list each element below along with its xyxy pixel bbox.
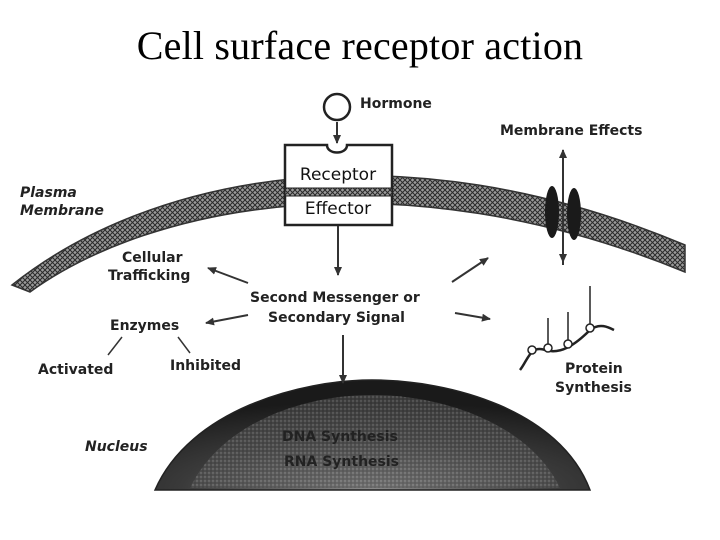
activated-label: Activated: [38, 362, 113, 378]
enzymes-arrow: [205, 314, 249, 326]
trafficking-arrow: [207, 267, 249, 284]
protein-label: Protein: [565, 361, 623, 377]
nucleus-stipple: [190, 395, 560, 488]
rna-synthesis-label: RNA Synthesis: [284, 454, 399, 470]
membrane-effects-label: Membrane Effects: [500, 123, 642, 139]
messenger-arrow-up-right: [451, 257, 489, 283]
membrane-label: Membrane: [20, 203, 104, 219]
effector-label: Effector: [305, 199, 371, 219]
receptor-label: Receptor: [300, 165, 376, 185]
second-messenger-label-2: Secondary Signal: [268, 310, 405, 326]
inhibited-label: Inhibited: [170, 358, 241, 374]
plasma-membrane: [10, 174, 686, 293]
plasma-label: Plasma: [20, 185, 77, 201]
synthesis-label: Synthesis: [555, 380, 632, 396]
second-messenger-label-1: Second Messenger or: [250, 290, 420, 306]
hormone-label: Hormone: [360, 96, 432, 112]
enzymes-branch-left: [107, 336, 123, 356]
cellular-label: Cellular: [122, 250, 183, 266]
enzymes-label: Enzymes: [110, 318, 179, 334]
nucleus-label: Nucleus: [85, 439, 148, 455]
protein-strand: [518, 286, 615, 371]
messenger-arrow-right: [454, 312, 491, 322]
trafficking-label: Trafficking: [108, 268, 190, 284]
page-title: Cell surface receptor action: [136, 23, 584, 68]
dna-synthesis-label: DNA Synthesis: [282, 429, 398, 445]
receptor-effector-box: Receptor Effector: [283, 143, 394, 227]
hormone-circle: [322, 92, 352, 122]
enzymes-branch-right: [177, 336, 191, 354]
membrane-channel: [545, 186, 581, 240]
